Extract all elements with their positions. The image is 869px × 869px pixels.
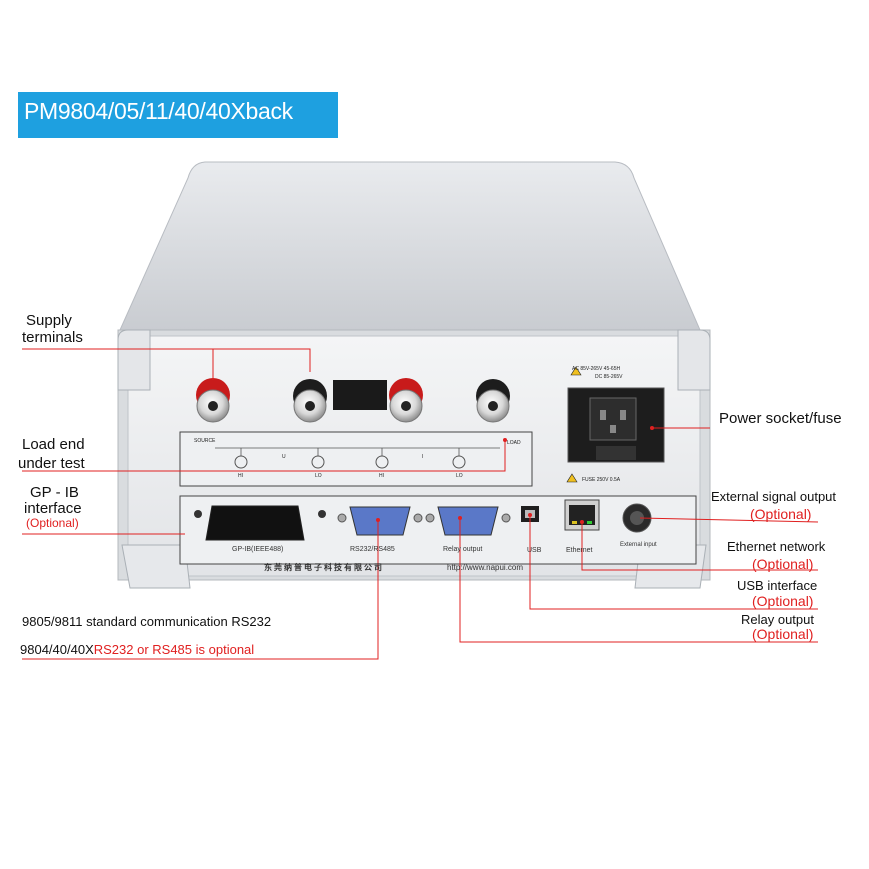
rs-optional-prefix: 9804/40/40X — [20, 642, 94, 657]
terminal-1 — [196, 378, 230, 423]
url-print: http://www.napui.com — [447, 563, 524, 572]
relay-print: Relay output — [443, 546, 483, 553]
hi-label-1: HI — [238, 473, 243, 479]
external-signal-label: External signal output — [711, 489, 837, 504]
usb-optional: (Optional) — [752, 593, 814, 609]
supply-terminals-label-line1: Supply — [26, 312, 72, 329]
terminal-2 — [293, 379, 327, 423]
gpib-label-line1: GP - IB — [30, 484, 79, 501]
dc-rating-text: DC 85-265V — [595, 374, 623, 380]
ethernet-label: Ethernet network — [727, 539, 826, 554]
gpib-label-line2: interface — [24, 500, 82, 517]
gpib-print: GP-IB(IEEE488) — [232, 546, 284, 553]
page-title: PM9804/05/11/40/40Xback — [24, 98, 293, 124]
lo-label-1: LO — [315, 473, 322, 479]
lo-label-2: LO — [456, 473, 463, 479]
terminal-3 — [389, 378, 423, 423]
gpib-optional: (Optional) — [26, 516, 79, 530]
u-label: U — [282, 454, 286, 460]
source-text: SOURCE — [194, 438, 216, 444]
relay-label: Relay output — [741, 612, 814, 627]
company-name-print: 东莞纳普电子科技有限公司 — [264, 563, 384, 572]
load-end-label-line2: under test — [18, 455, 85, 472]
hi-label-2: HI — [379, 473, 384, 479]
external-signal-optional: (Optional) — [750, 506, 812, 522]
power-socket-label: Power socket/fuse — [719, 410, 842, 427]
usb-label: USB interface — [737, 578, 818, 593]
rs-optional-label: 9804/40/40XRS232 or RS485 is optional — [20, 641, 254, 658]
power-rating-text: AC 85V-265V 45-65H — [572, 366, 621, 372]
supply-terminals-label-line2: terminals — [22, 329, 83, 346]
load-end-label-line1: Load end — [22, 436, 85, 453]
relay-optional: (Optional) — [752, 626, 814, 642]
ethernet-print: Ethernet — [566, 547, 593, 554]
rs232-standard-label: 9805/9811 standard communication RS232 — [22, 614, 272, 629]
usb-print: USB — [527, 547, 542, 554]
load-text: LOAD — [507, 440, 521, 446]
rs-optional-red: RS232 or RS485 is optional — [93, 642, 255, 657]
external-input-print: External input — [620, 542, 657, 548]
terminal-4 — [476, 379, 510, 423]
fuse-rating-text: FUSE 250V 0.5A — [582, 477, 621, 483]
rs232-print: RS232/RS485 — [350, 546, 395, 553]
title-banner — [18, 92, 338, 138]
i-label: I — [422, 454, 424, 460]
ethernet-optional: (Optional) — [752, 556, 814, 572]
